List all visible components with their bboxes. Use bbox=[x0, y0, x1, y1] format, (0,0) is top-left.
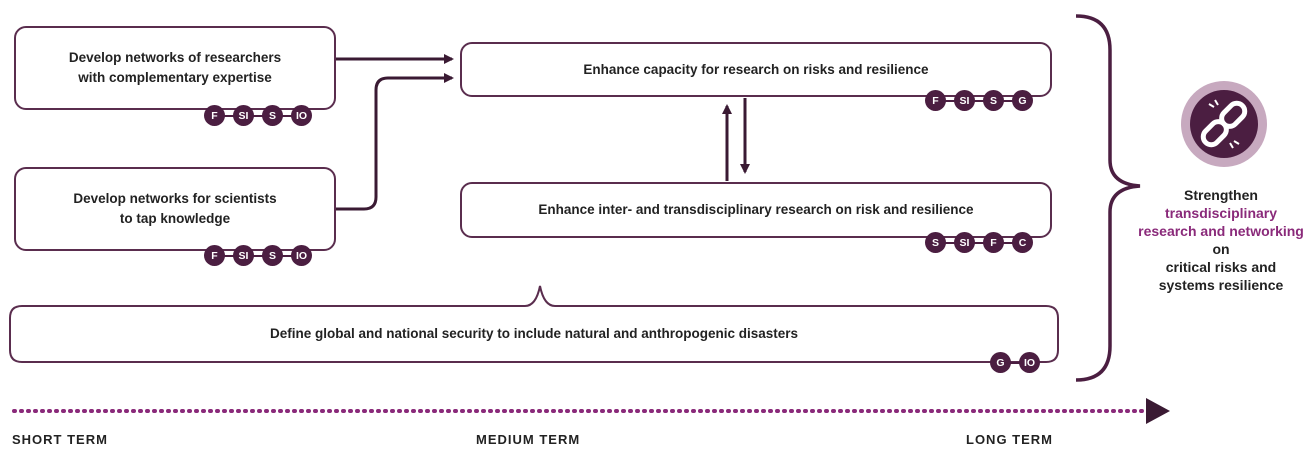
box-label: Enhance capacity for research on risks a… bbox=[583, 61, 929, 77]
box-label: Develop networks for scientists to tap k… bbox=[73, 191, 277, 226]
badge-f: F bbox=[204, 105, 225, 126]
arrow-scientists-to-capacity bbox=[336, 73, 454, 211]
box-label: Develop networks of researchers with com… bbox=[68, 50, 282, 85]
outcome-text: Strengthen transdisciplinary research an… bbox=[1138, 186, 1304, 294]
box-networks-scientists: Develop networks for scientists to tap k… bbox=[14, 167, 336, 251]
badges-networks-researchers: F SI S IO bbox=[204, 105, 312, 126]
outcome-highlight: transdisciplinary research and networkin… bbox=[1138, 205, 1304, 239]
badge-si: SI bbox=[224, 105, 254, 126]
curly-brace bbox=[1075, 14, 1141, 382]
badge-si: SI bbox=[224, 245, 254, 266]
badge-c: C bbox=[1003, 232, 1033, 253]
badge-f: F bbox=[925, 90, 946, 111]
badge-si: SI bbox=[945, 232, 975, 253]
badge-io: IO bbox=[1010, 352, 1040, 373]
outcome-line1: Strengthen bbox=[1184, 187, 1258, 203]
badges-enhance-inter: S SI F C bbox=[925, 232, 1033, 253]
badge-s: S bbox=[253, 105, 283, 126]
badge-io: IO bbox=[282, 105, 312, 126]
badges-networks-scientists: F SI S IO bbox=[204, 245, 312, 266]
timeline-arrowhead bbox=[1146, 398, 1170, 424]
box-enhance-inter: Enhance inter- and transdisciplinary res… bbox=[460, 182, 1052, 238]
badge-f: F bbox=[204, 245, 225, 266]
badge-g: G bbox=[1003, 90, 1033, 111]
label-medium-term: MEDIUM TERM bbox=[476, 432, 581, 447]
badge-s: S bbox=[925, 232, 946, 253]
box-label: Enhance inter- and transdisciplinary res… bbox=[538, 202, 974, 217]
badge-f: F bbox=[974, 232, 1004, 253]
label-short-term: SHORT TERM bbox=[12, 432, 108, 447]
badge-s: S bbox=[253, 245, 283, 266]
box-enhance-capacity: Enhance capacity for research on risks a… bbox=[460, 42, 1052, 97]
badges-define-security: G IO bbox=[990, 352, 1040, 373]
box-networks-researchers: Develop networks of researchers with com… bbox=[14, 26, 336, 110]
badges-enhance-capacity: F SI S G bbox=[925, 90, 1033, 111]
chain-link-icon bbox=[1178, 78, 1270, 170]
badge-g: G bbox=[990, 352, 1011, 373]
badge-s: S bbox=[974, 90, 1004, 111]
box-label: Define global and national security to i… bbox=[269, 326, 799, 341]
outcome-on: on bbox=[1212, 241, 1230, 257]
outcome-rest: critical risks and systems resilience bbox=[1158, 259, 1284, 293]
badge-io: IO bbox=[282, 245, 312, 266]
box-define-security: Define global and national security to i… bbox=[10, 306, 1058, 362]
label-long-term: LONG TERM bbox=[966, 432, 1053, 447]
badge-si: SI bbox=[945, 90, 975, 111]
